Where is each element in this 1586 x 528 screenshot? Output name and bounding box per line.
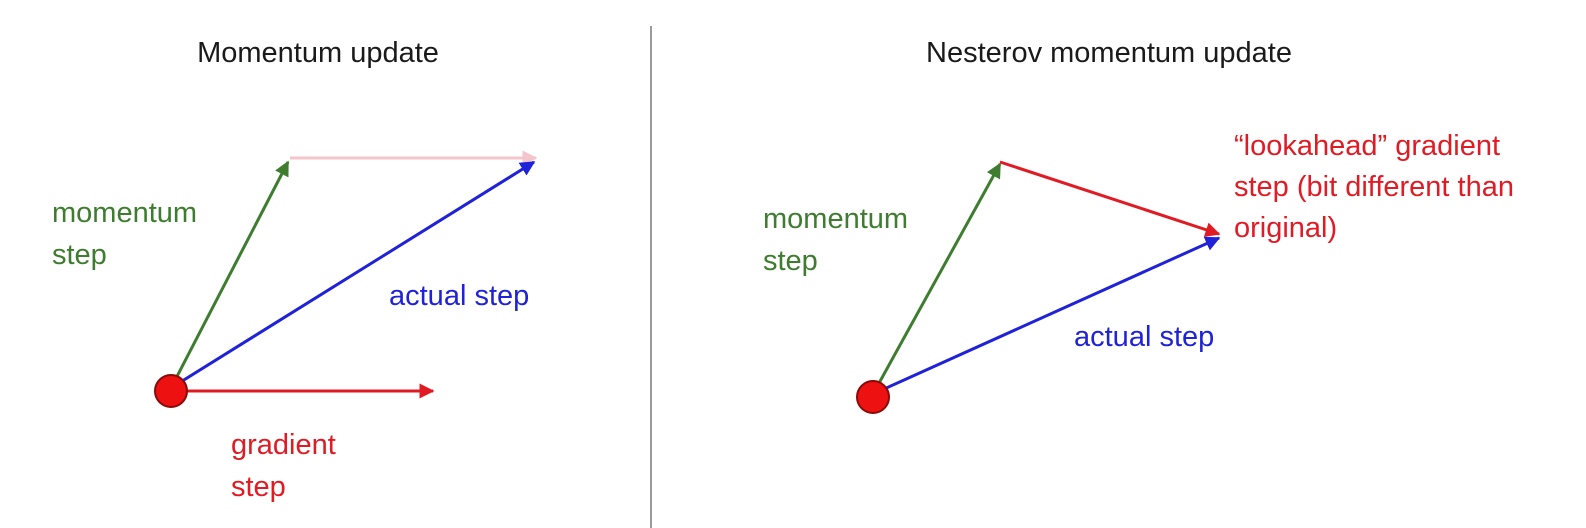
lookahead-gradient-arrow	[999, 160, 1221, 237]
start-point-dot	[154, 374, 188, 408]
nesterov-start-point-dot	[856, 380, 890, 414]
left-panel-title: Momentum update	[197, 37, 439, 69]
nesterov-momentum-step-label: momentum step	[763, 203, 916, 277]
right-panel-title: Nesterov momentum update	[926, 37, 1292, 69]
nesterov-momentum-step-arrow	[871, 162, 1002, 395]
left-panel-momentum-update: Momentum update momentum step actual ste…	[52, 37, 538, 503]
momentum-step-arrow	[169, 160, 290, 389]
actual-step-arrow	[170, 160, 536, 390]
nesterov-actual-step-arrow	[872, 236, 1221, 396]
nesterov-actual-step-label: actual step	[1074, 321, 1214, 353]
actual-step-label: actual step	[389, 280, 529, 312]
lookahead-gradient-label: “lookahead” gradient step (bit different…	[1234, 130, 1522, 244]
gradient-step-label: gradient step	[231, 429, 344, 503]
right-panel-nesterov-update: Nesterov momentum update momentum step a…	[763, 37, 1522, 414]
momentum-step-label: momentum step	[52, 197, 205, 271]
